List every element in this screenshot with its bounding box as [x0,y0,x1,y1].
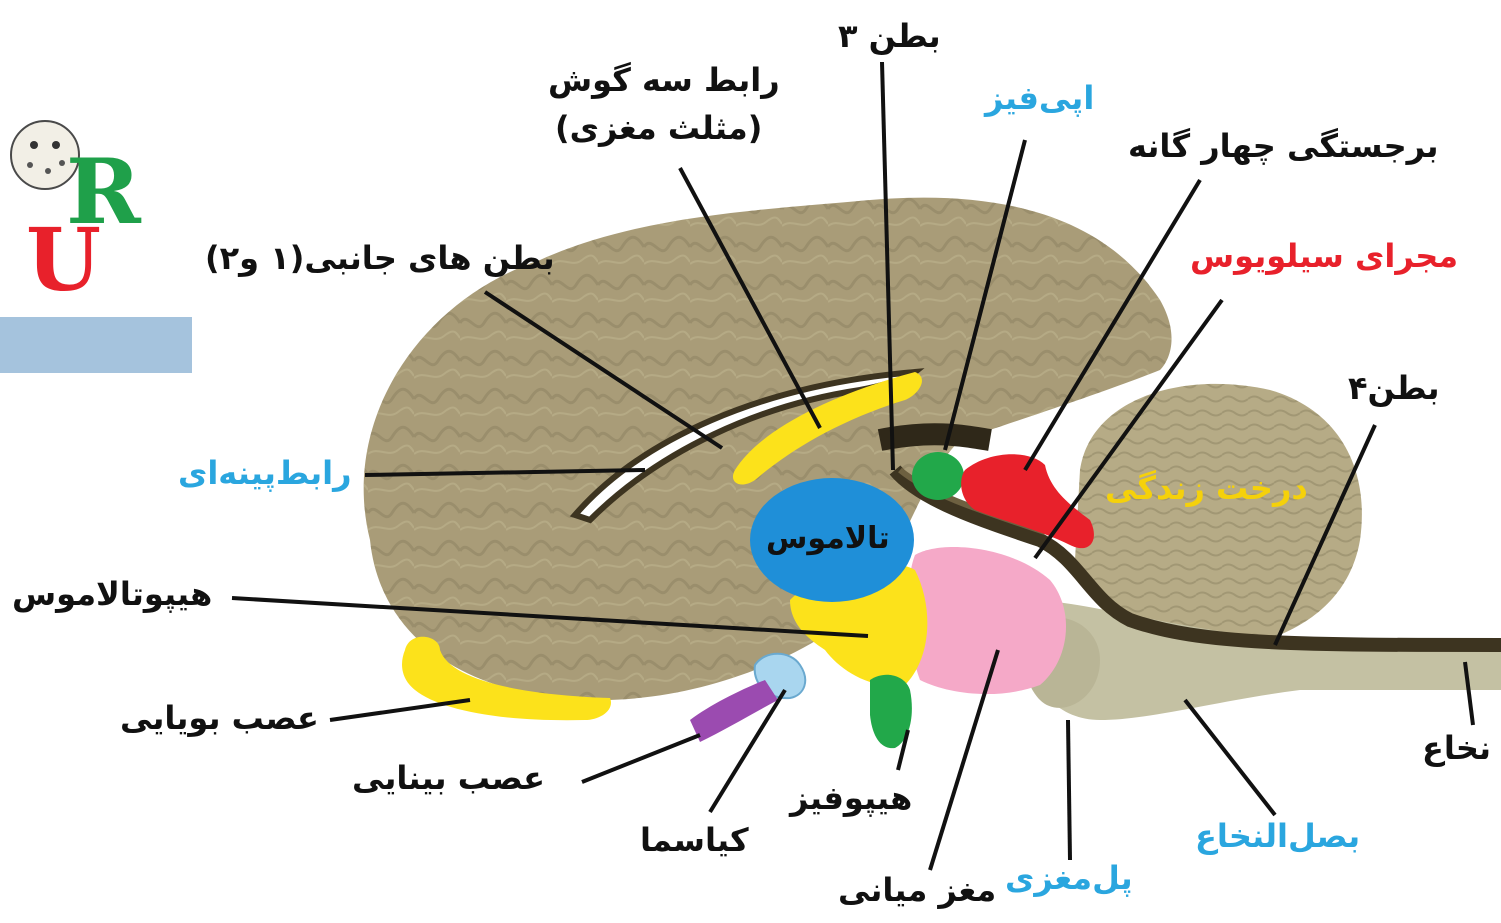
label-quadrigemina: برجستگی چهار گانه [1128,128,1439,165]
label-medulla: بصل‌النخاع [1195,818,1360,855]
optic-nerve-shape [690,680,778,742]
label-trigone-line2: (مثلث مغزی) [555,110,762,147]
label-corpus-callosum: رابط‌پینه‌ای [178,455,352,492]
label-aqueduct: مجرای سیلویوس [1190,238,1458,275]
label-trigone-line1: رابط سه گوش [548,62,780,99]
label-thalamus: تالاموس [766,522,890,557]
label-arbor-vitae: درخت زندگی [1105,470,1308,507]
logo-letter-u: U [26,210,101,311]
leader-olfactory [330,700,470,720]
label-optic-nerve: عصب بینایی [352,760,545,797]
logo-svg: R U بوزیست رستمی [0,95,192,377]
label-chiasma: کیاسما [640,822,749,859]
label-pons: پل‌مغزی [1005,860,1133,897]
label-spinal-cord: نخاع [1422,730,1491,767]
label-ventricle4: بطن۴ [1348,370,1440,407]
logo: R U بوزیست رستمی [0,95,192,377]
pineal-shape [912,452,964,500]
logo-band [0,317,192,373]
logo-script: بوزیست رستمی [190,300,192,344]
label-ventricle3: بطن ۳ [838,18,941,55]
label-hypophysis: هیپوفیز [790,780,912,817]
leader-pons [1068,720,1070,860]
label-pineal: اپی‌فیز [985,80,1094,117]
label-lateral-ventricles: بطن های جانبی(۱ و۲) [205,240,555,277]
label-midbrain: مغز میانی [838,872,996,909]
leader-medulla [1185,700,1275,815]
label-olfactory-nerve: عصب بویایی [120,700,319,737]
label-hypothalamus: هیپوتالاموس [12,576,212,613]
midbrain-shape [908,547,1066,694]
third-ventricle-shape [880,434,990,440]
leader-optic-nerve [582,735,700,782]
